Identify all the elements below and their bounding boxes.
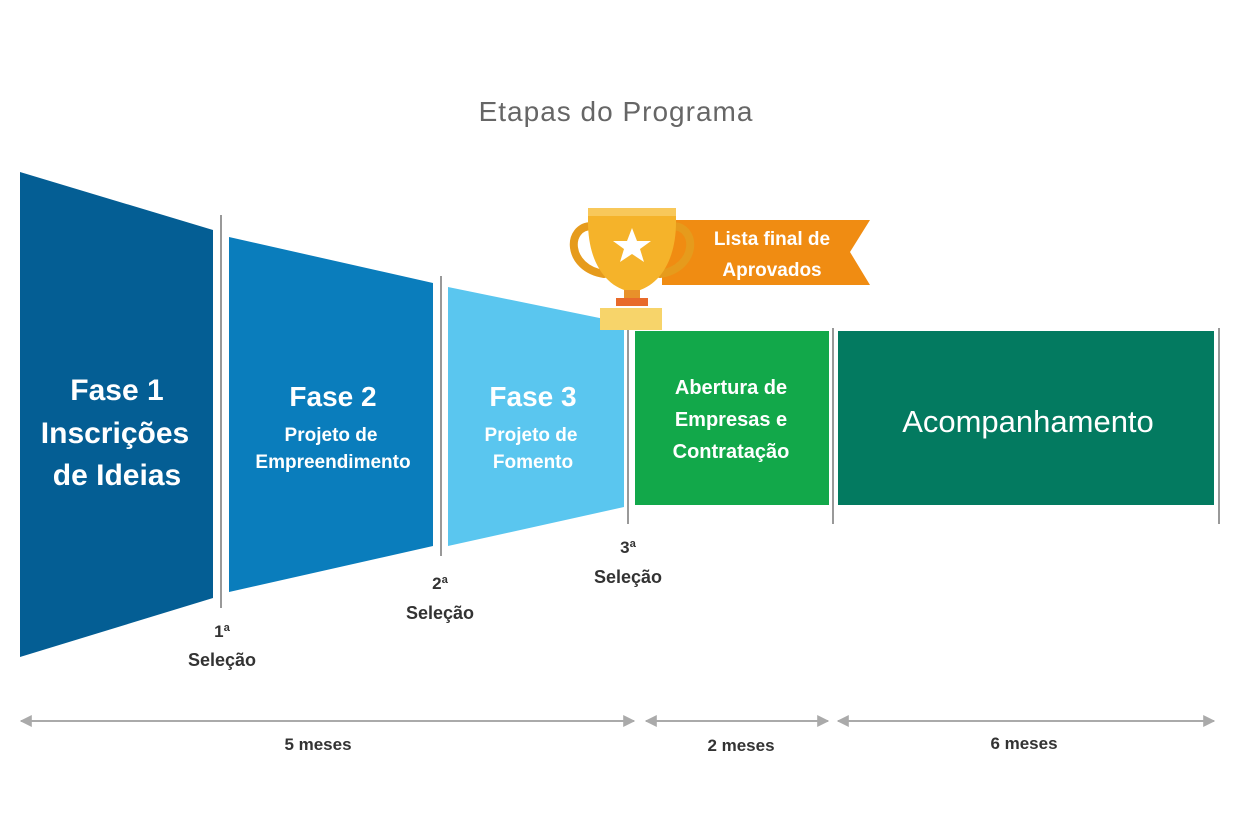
- dividers: [220, 215, 1220, 608]
- phase-2-line-2: Empreendimento: [255, 452, 410, 473]
- selection-3: 3ª Seleção: [594, 538, 662, 587]
- phase-3-heading: Fase 3: [489, 381, 576, 412]
- stage-abertura-line-1: Abertura de: [675, 377, 787, 399]
- duration-label-3: 6 meses: [990, 734, 1057, 753]
- phase-1-line-2: de Ideias: [53, 459, 181, 492]
- stage-acompanhamento-label: Acompanhamento: [902, 404, 1154, 439]
- phase-1-shape: [20, 172, 213, 657]
- award-banner: [662, 220, 870, 285]
- selection-1-number: 1ª: [214, 622, 230, 641]
- stage-acompanhamento: Acompanhamento: [838, 331, 1214, 505]
- selection-2-number: 2ª: [432, 574, 448, 593]
- selection-3-label: Seleção: [594, 567, 662, 587]
- stage-abertura-line-2: Empresas e: [675, 409, 787, 431]
- phase-1-heading: Fase 1: [70, 374, 163, 407]
- stage-acompanhamento-box: [838, 331, 1214, 505]
- stage-abertura-box: [635, 331, 829, 505]
- duration-label-1: 5 meses: [284, 735, 351, 754]
- phase-3-line-2: Fomento: [493, 452, 573, 473]
- phase-1: Fase 1 Inscrições de Ideias: [20, 172, 213, 657]
- phase-3: Fase 3 Projeto de Fomento: [448, 287, 624, 546]
- award: Lista final de Aprovados: [569, 208, 870, 330]
- phase-2: Fase 2 Projeto de Empreendimento: [229, 237, 433, 592]
- duration-label-2: 2 meses: [707, 736, 774, 755]
- stage-abertura: Abertura de Empresas e Contratação: [635, 331, 829, 505]
- selection-1: 1ª Seleção: [188, 622, 256, 670]
- selection-3-number: 3ª: [620, 538, 636, 557]
- award-line-2: Aprovados: [722, 260, 821, 281]
- phase-2-shape: [229, 237, 433, 592]
- phase-2-heading: Fase 2: [289, 381, 376, 412]
- phase-2-line-1: Projeto de: [285, 425, 378, 446]
- selection-2: 2ª Seleção: [406, 574, 474, 623]
- phase-3-shape: [448, 287, 624, 546]
- selection-1-label: Seleção: [188, 650, 256, 670]
- stage-abertura-line-3: Contratação: [673, 441, 790, 463]
- phase-3-line-1: Projeto de: [485, 425, 578, 446]
- selection-2-label: Seleção: [406, 603, 474, 623]
- phase-1-line-1: Inscrições: [41, 417, 189, 450]
- trophy-icon: [569, 208, 695, 330]
- award-line-1: Lista final de: [714, 229, 830, 250]
- diagram-title: Etapas do Programa: [479, 96, 754, 127]
